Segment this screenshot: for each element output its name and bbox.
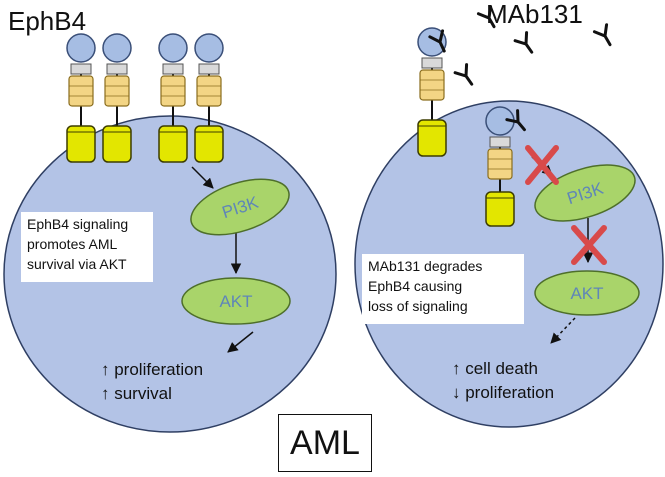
right-akt-node: AKT (534, 270, 640, 316)
left-outcome: ↑ proliferation ↑ survival (101, 360, 204, 403)
right-receptor-internalized (485, 106, 515, 227)
left-pi3k-node: PI3K (190, 178, 290, 236)
left-akt-label: AKT (219, 292, 252, 311)
right-akt-label: AKT (570, 284, 603, 303)
cell-type-label: AML (278, 414, 372, 472)
left-akt-node: AKT (181, 277, 291, 325)
left-receptor-3 (158, 33, 188, 163)
right-pi3k-node: PI3K (534, 164, 636, 222)
antibody-icon (428, 29, 446, 53)
right-receptor-outer (417, 27, 447, 157)
antibody-icon (592, 23, 612, 47)
antibody-icon (476, 5, 496, 29)
antibody-label: MAb131 (486, 0, 583, 29)
left-arrow-receptor-to-pi3k (191, 166, 214, 189)
left-receptor-2 (102, 33, 132, 163)
left-receptor-1 (66, 33, 96, 163)
left-mechanism-note: EphB4 signaling promotes AML survival vi… (21, 212, 153, 282)
right-mechanism-note: MAb131 degrades EphB4 causing loss of si… (362, 254, 524, 324)
right-outcome: ↑ cell death ↓ proliferation (452, 359, 555, 402)
block-x-icon (571, 225, 607, 265)
receptor-label: EphB4 (8, 6, 86, 36)
block-x-icon (525, 145, 559, 185)
left-arrow-akt-to-outcome (227, 331, 254, 353)
antibody-icon (513, 31, 534, 54)
antibody-icon (505, 109, 526, 132)
left-receptor-4 (194, 33, 224, 163)
antibody-icon (453, 63, 474, 86)
